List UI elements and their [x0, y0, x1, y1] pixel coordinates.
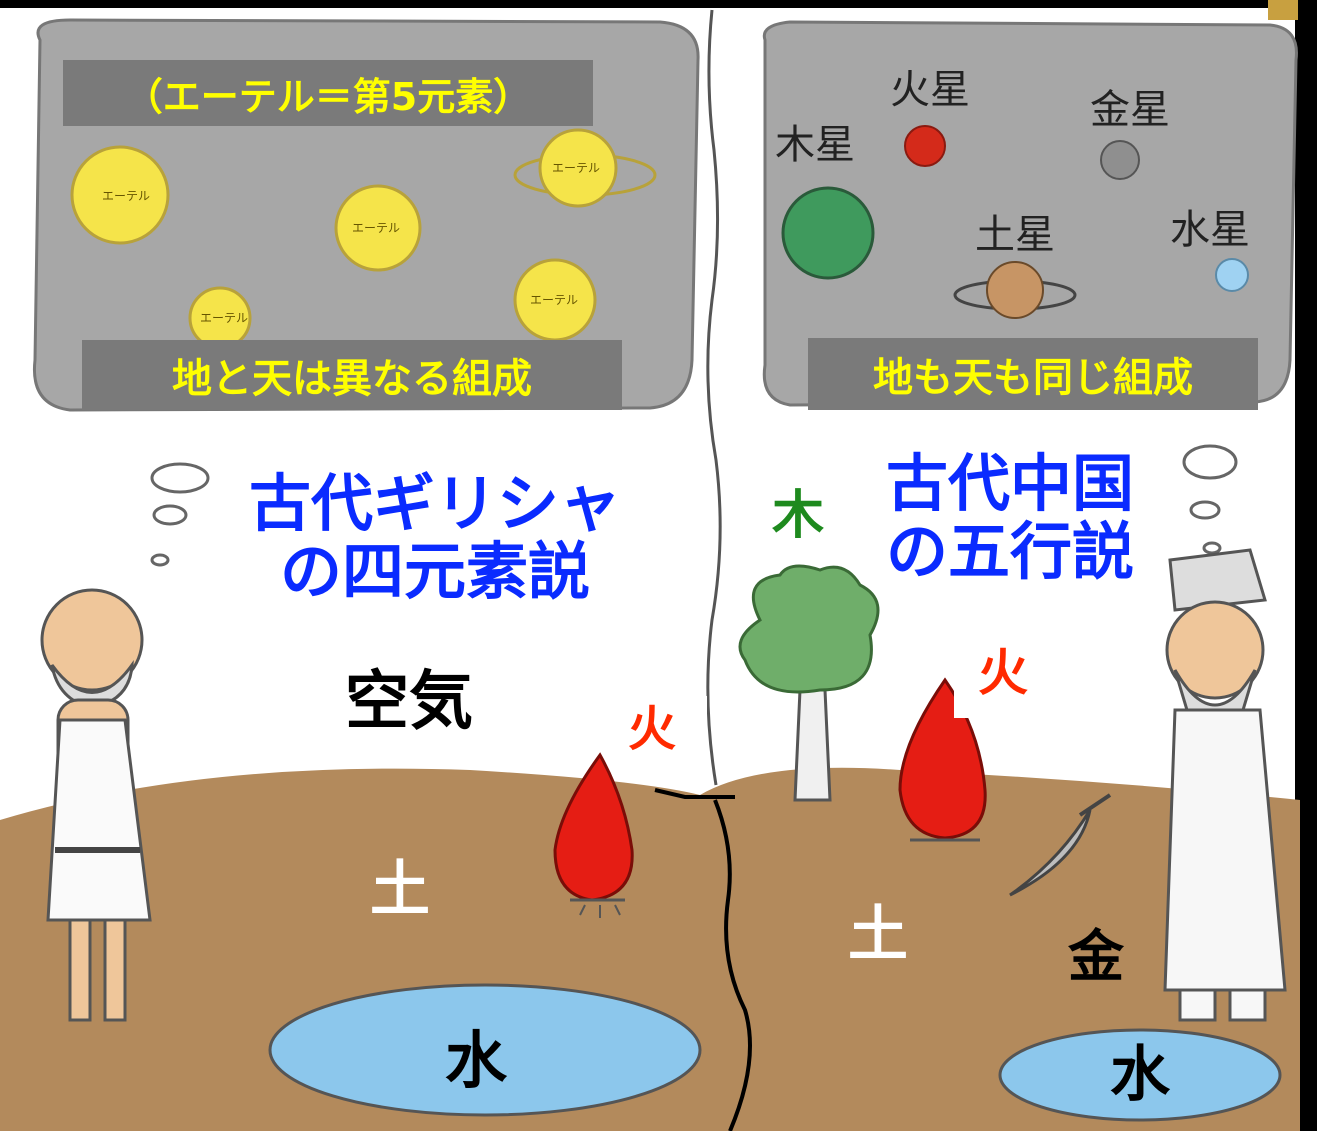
saturn-label: 土星	[975, 212, 1055, 258]
mars-planet	[904, 125, 946, 167]
chinese-sky-caption: 地も天も同じ組成	[808, 338, 1258, 410]
ether-caption: （エーテル＝第5元素）	[63, 60, 593, 126]
chinese-metal-label: 金	[1068, 925, 1124, 990]
tree	[738, 564, 880, 802]
ether-ball-text-5: エーテル	[552, 161, 600, 175]
ether-ball-text-2: エーテル	[352, 221, 400, 235]
greek-title-line1: 古代ギリシャ	[248, 467, 621, 540]
chinese-title: 古代中国 の五行説	[855, 447, 1165, 589]
ether-ball-5	[538, 128, 618, 208]
jupiter-planet	[781, 186, 875, 280]
mercury-planet	[1215, 258, 1249, 292]
mercury-label: 水星	[1170, 207, 1250, 253]
chinese-sky-panel	[762, 20, 1298, 407]
chinese-fire	[898, 677, 987, 842]
jupiter-label: 木星	[775, 122, 855, 168]
saturn-planet	[986, 261, 1044, 319]
venus-planet	[1100, 140, 1140, 180]
chinese-water-label: 水	[1110, 1040, 1170, 1110]
chinese-earth-label: 土	[848, 900, 908, 970]
greek-air-label: 空気	[345, 665, 473, 739]
chinese-pond	[998, 1028, 1282, 1122]
chinese-fire-label: 火	[978, 644, 1028, 702]
divider-sky	[706, 9, 722, 786]
thought-bubbles	[150, 444, 1238, 567]
venus-label: 金星	[1090, 87, 1170, 133]
ether-ball-2	[334, 184, 422, 272]
ether-ball-text-1: エーテル	[102, 189, 150, 203]
chinese-title-line2: の五行説	[885, 515, 1134, 589]
greek-water-label: 水	[445, 1024, 508, 1097]
greek-fire-label: 火	[628, 701, 677, 757]
air-label-backdrop	[262, 640, 572, 760]
planets	[781, 125, 1249, 319]
mars-label: 火星	[890, 67, 970, 113]
chinese-fire-label-backdrop	[954, 634, 1046, 718]
sword	[1009, 793, 1112, 897]
fire-label-backdrop	[612, 696, 707, 776]
ether-ball-1	[70, 145, 170, 245]
chinese-sage	[1163, 548, 1287, 1022]
greek-title: 古代ギリシャ の四元素説	[215, 467, 655, 609]
greek-pond	[268, 983, 702, 1117]
divider-ground	[654, 788, 752, 1131]
greek-fire	[553, 752, 634, 918]
chinese-wood-label: 木	[772, 486, 825, 546]
greek-philosopher	[40, 588, 152, 1022]
greek-sky-caption: 地と天は異なる組成	[82, 340, 622, 410]
greek-earth-label: 土	[370, 855, 430, 925]
ether-ball-text-3: エーテル	[200, 311, 248, 325]
ether-ball-text-4: エーテル	[530, 293, 578, 307]
greek-title-line2: の四元素説	[279, 535, 590, 609]
chinese-title-line1: 古代中国	[885, 447, 1134, 520]
right-black-edge	[1295, 0, 1317, 1131]
